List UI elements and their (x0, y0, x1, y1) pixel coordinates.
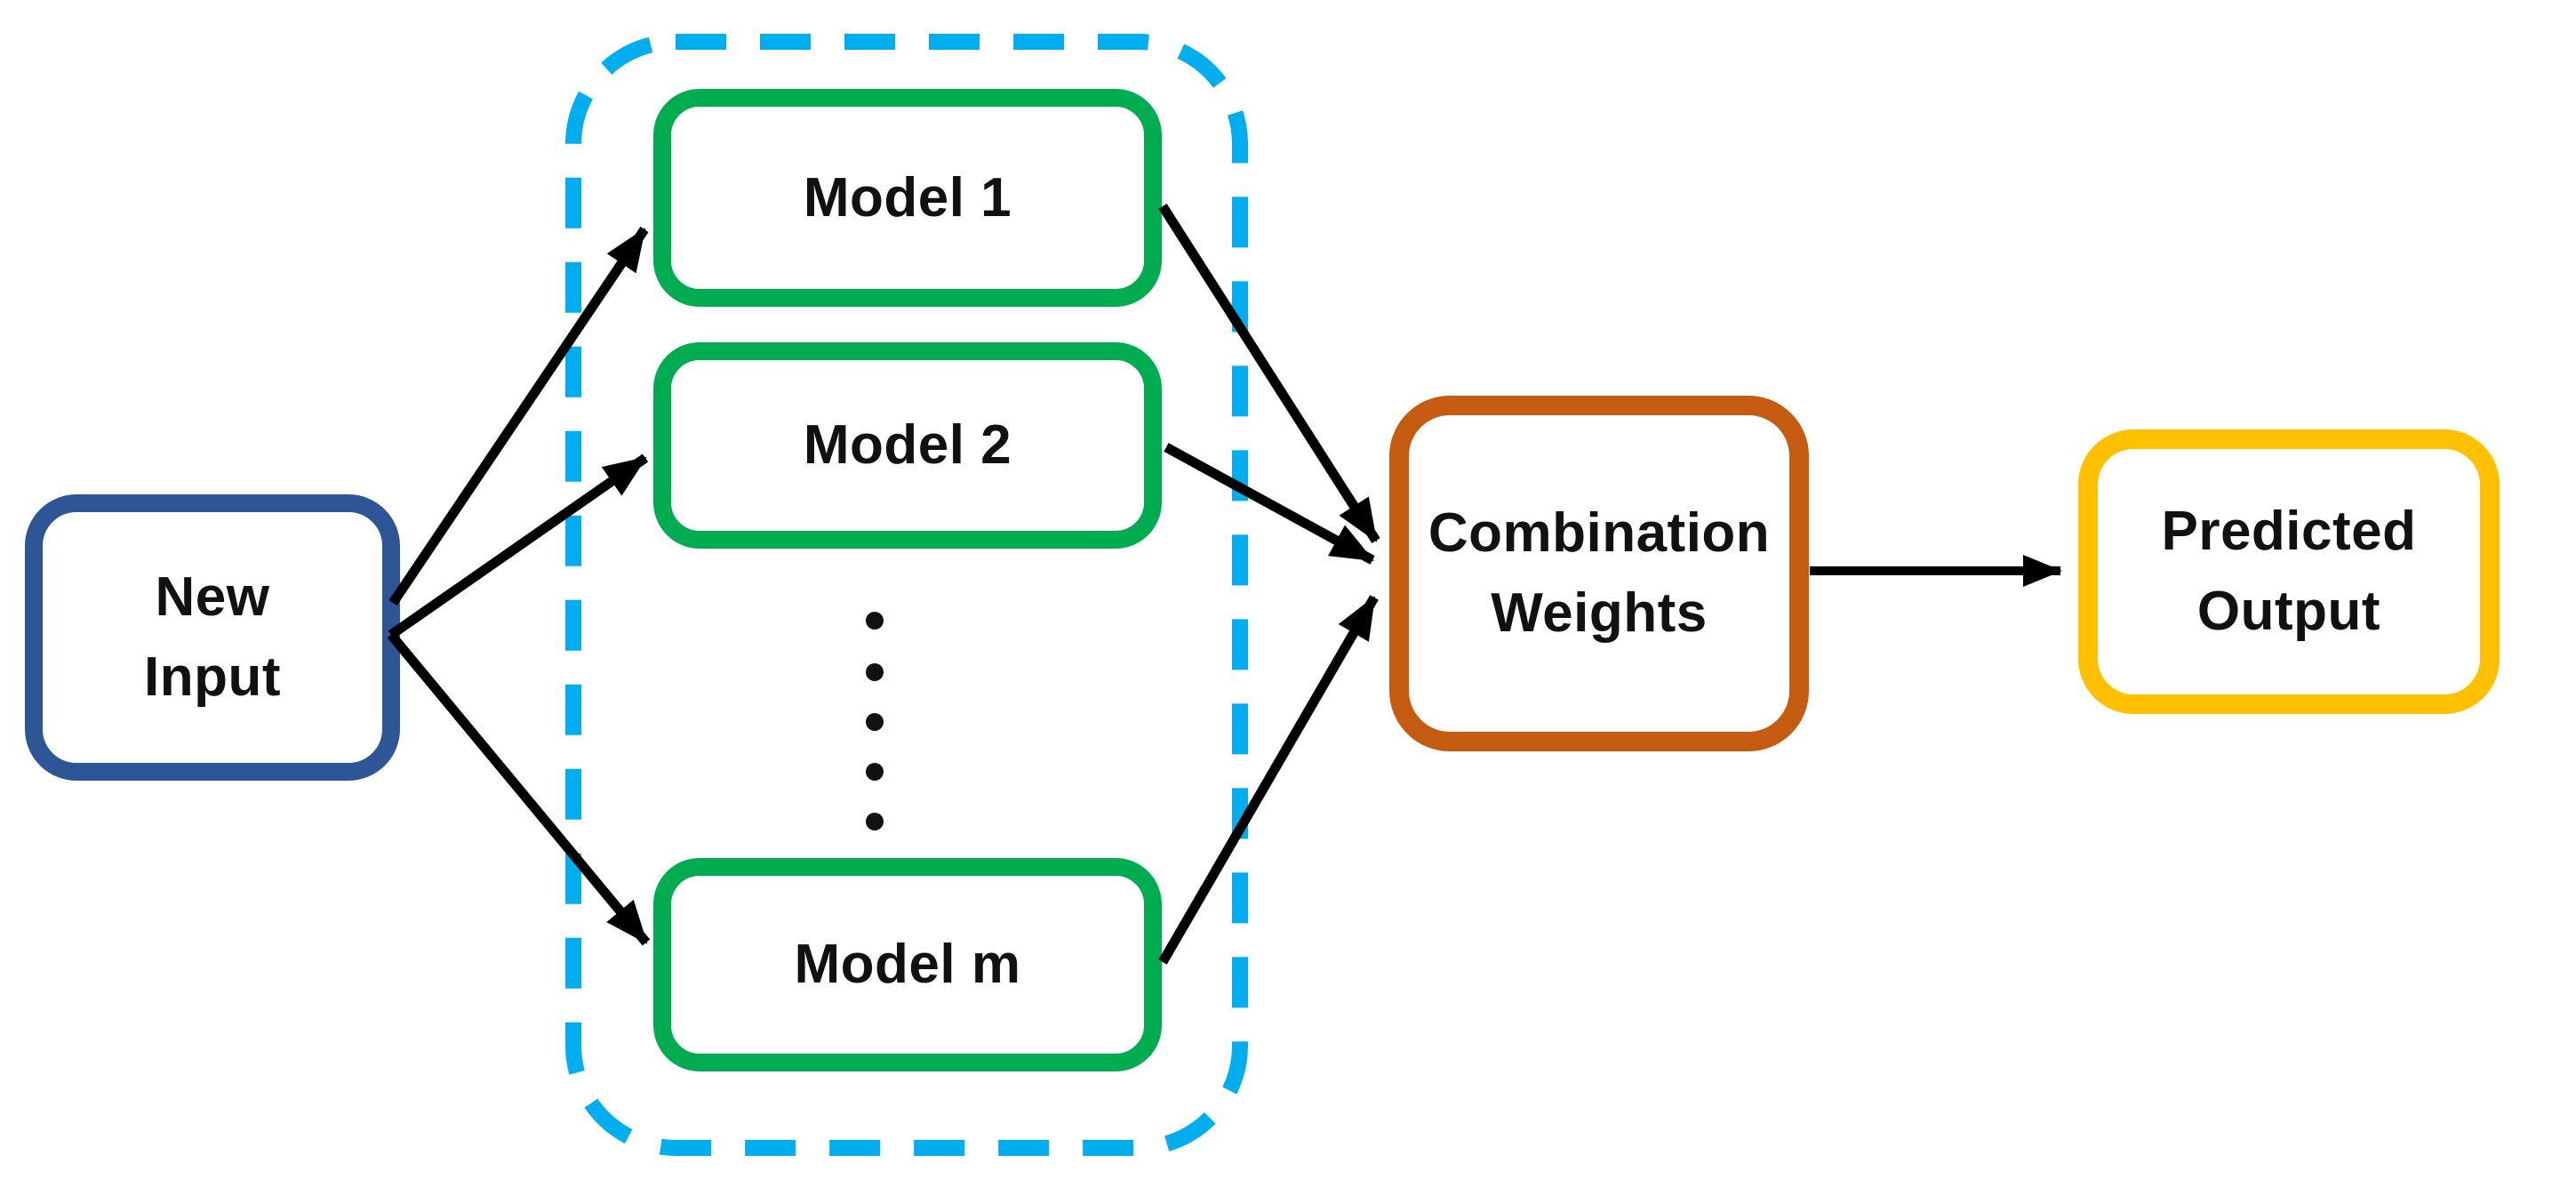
model-m-box: Model m (653, 858, 1162, 1071)
predicted-output-label: Predicted Output (2161, 501, 2417, 642)
ellipsis-dot (866, 663, 884, 681)
model-2-label: Model 2 (803, 414, 1012, 477)
ellipsis-dot (866, 612, 884, 630)
ellipsis-dot (866, 763, 884, 781)
model-m-label: Model m (794, 934, 1021, 996)
ellipsis-dot (866, 813, 884, 830)
model-1-label: Model 1 (803, 166, 1012, 229)
arrow-new-input-to-model-2 (388, 453, 649, 639)
ellipsis-dots (866, 612, 884, 830)
ellipsis-dot (866, 713, 884, 731)
arrow-model-2-to-combination-weights (1164, 443, 1375, 565)
arrow-model-1-to-combination-weights (1158, 204, 1380, 543)
new-input-label: New Input (144, 566, 281, 708)
model-2-box: Model 2 (653, 342, 1162, 549)
arrow-new-input-to-model-m (387, 631, 651, 946)
combination-weights-label: Combination Weights (1428, 502, 1771, 644)
arrow-model-m-to-combination-weights (1158, 595, 1379, 965)
combination-weights-box: Combination Weights (1389, 396, 1809, 751)
arrow-new-input-to-model-1 (388, 226, 649, 606)
predicted-output-box: Predicted Output (2078, 429, 2500, 714)
model-1-box: Model 1 (653, 89, 1162, 307)
new-input-box: New Input (25, 494, 400, 781)
